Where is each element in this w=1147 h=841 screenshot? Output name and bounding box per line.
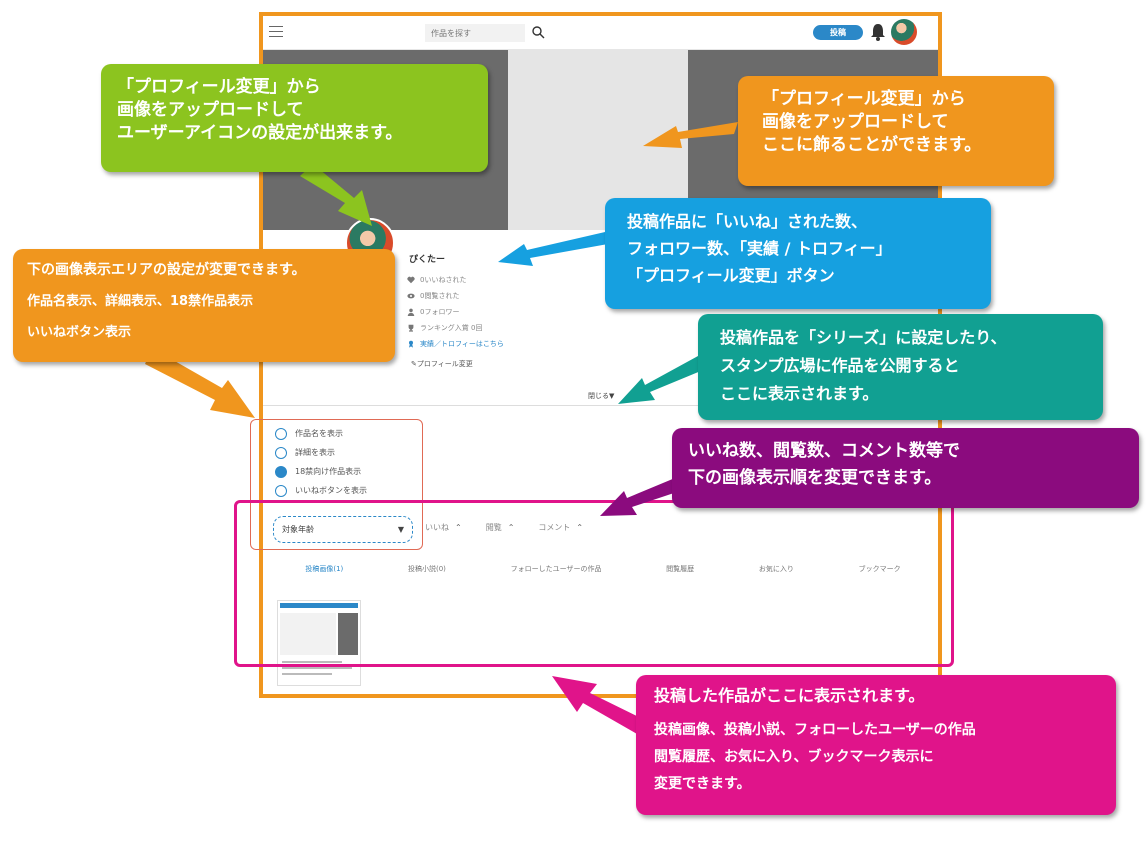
user-icon [407, 308, 415, 316]
option-label: 18禁向け作品表示 [295, 467, 362, 476]
sort-label: いいね [425, 523, 449, 532]
radio-button[interactable] [275, 465, 287, 478]
stat-views: 0閲覧された [407, 288, 504, 304]
stat-likes: 0いいねされた [407, 272, 504, 288]
option-show-details[interactable]: 詳細を表示 [275, 443, 367, 462]
trophy-icon [408, 324, 414, 332]
callout-line: フォロワー数、「実績 / トロフィー」 [627, 239, 892, 258]
thumb-line [282, 661, 342, 663]
callout-line: 投稿作品に「いいね」された数、 [627, 212, 868, 231]
collapse-toggle[interactable]: 閉じる▼ [588, 392, 615, 400]
callout-line: 投稿画像、投稿小説、フォローしたユーザーの作品 [654, 722, 976, 738]
tab-posted-images[interactable]: 投稿画像(1) [305, 565, 344, 573]
thumb-content [280, 613, 336, 655]
radio-button[interactable] [275, 446, 287, 459]
callout-heading: 投稿した作品がここに表示されます。 [654, 686, 925, 705]
callout-line: 下の画像表示エリアの設定が変更できます。 [27, 262, 306, 278]
search-input[interactable] [425, 24, 525, 42]
content-tabs: 投稿画像(1) 投稿小説(0) フォローしたユーザーの作品 閲覧履歴 お気に入り… [273, 564, 933, 574]
avatar[interactable] [891, 19, 917, 45]
callout-line: 変更できます。 [654, 776, 751, 792]
callout-display-settings: 下の画像表示エリアの設定が変更できます。 作品名表示、詳細表示、18禁作品表示 … [13, 249, 395, 362]
callout-line: 「プロフィール変更」から [117, 77, 321, 97]
eye-icon [407, 293, 415, 299]
tab-followed-works[interactable]: フォローしたユーザーの作品 [510, 565, 602, 573]
callout-line: 画像をアップロードして [117, 100, 304, 120]
radio-button[interactable] [275, 484, 287, 497]
stat-label: 0いいねされた [420, 276, 467, 284]
tab-history[interactable]: 閲覧履歴 [666, 565, 695, 573]
age-select[interactable]: 対象年齢 ▼ [273, 516, 413, 543]
chevron-up-icon: ⌃ [576, 523, 584, 532]
callout-line: ユーザーアイコンの設定が出来ます。 [117, 123, 403, 143]
select-value: 対象年齢 [282, 525, 314, 534]
stat-ranking: ランキング入賞 0回 [407, 320, 504, 336]
callout-sort: いいね数、閲覧数、コメント数等で 下の画像表示順を変更できます。 [672, 428, 1139, 508]
callout-line: 作品名表示、詳細表示、18禁作品表示 [27, 294, 254, 309]
work-thumbnail[interactable] [277, 600, 361, 686]
callout-line: スタンプ広場に作品を公開すると [720, 356, 960, 375]
stat-label: 0閲覧された [420, 292, 460, 300]
profile-stats: 0いいねされた 0閲覧された 0フォロワー ランキング入賞 0回 実績／トロフィ… [407, 272, 504, 352]
stat-label: ランキング入賞 0回 [420, 324, 483, 332]
option-label: 作品名を表示 [295, 429, 343, 438]
profile-edit-label: プロフィール変更 [416, 360, 473, 368]
stat-trophy-link[interactable]: 実績／トロフィーはこちら [407, 336, 504, 352]
thumb-line [282, 673, 332, 675]
display-options: 作品名を表示 詳細を表示 18禁向け作品表示 いいねボタンを表示 [275, 424, 367, 500]
options-highlight [250, 419, 423, 550]
ribbon-icon [409, 340, 413, 348]
option-show-title[interactable]: 作品名を表示 [275, 424, 367, 443]
callout-line: 「プロフィール変更」から [762, 89, 966, 109]
callout-works-area: 投稿した作品がここに表示されます。 投稿画像、投稿小説、フォローしたユーザーの作… [636, 675, 1116, 815]
callout-header-image: 「プロフィール変更」から 画像をアップロードして ここに飾ることができます。 [738, 76, 1054, 186]
profile-name: ぴくたー [409, 255, 446, 265]
callout-line: いいね数、閲覧数、コメント数等で [688, 441, 960, 461]
search-icon[interactable] [531, 25, 545, 39]
tab-posted-novels[interactable]: 投稿小説(0) [407, 565, 446, 573]
sort-comments-button[interactable]: コメント ⌃ [538, 522, 583, 533]
chevron-up-icon: ⌃ [507, 523, 515, 532]
top-bar: 投稿 [263, 16, 938, 50]
post-button[interactable]: 投稿 [813, 25, 863, 40]
works-area-highlight [234, 500, 954, 667]
sort-views-button[interactable]: 閲覧 ⌃ [486, 522, 515, 533]
stat-label: 0フォロワー [420, 308, 460, 316]
sort-label: 閲覧 [485, 523, 502, 532]
callout-line: 閲覧履歴、お気に入り、ブックマーク表示に [654, 749, 934, 765]
menu-icon[interactable] [269, 26, 283, 38]
thumb-side [338, 613, 358, 655]
callout-line: ここに表示されます。 [720, 384, 879, 403]
option-show-adult[interactable]: 18禁向け作品表示 [275, 462, 367, 481]
option-show-like-button[interactable]: いいねボタンを表示 [275, 481, 367, 500]
sort-label: コメント [538, 523, 571, 532]
option-label: 詳細を表示 [295, 448, 335, 457]
callout-line: いいねボタン表示 [27, 325, 132, 340]
stat-followers[interactable]: 0フォロワー [407, 304, 504, 320]
thumb-line [282, 667, 352, 669]
callout-series: 投稿作品を「シリーズ」に設定したり、 スタンプ広場に作品を公開すると ここに表示… [698, 314, 1103, 420]
callout-line: 「プロフィール変更」ボタン [627, 266, 835, 285]
callout-line: ここに飾ることができます。 [762, 135, 982, 155]
chevron-up-icon: ⌃ [455, 523, 462, 532]
bell-icon[interactable] [870, 23, 886, 41]
sort-buttons: いいね ⌃ 閲覧 ⌃ コメント ⌃ [425, 522, 583, 533]
tab-favorites[interactable]: お気に入り [758, 565, 794, 573]
tab-bookmarks[interactable]: ブックマーク [858, 565, 901, 573]
divider [263, 405, 938, 406]
heart-icon [407, 276, 415, 284]
callout-line: 下の画像表示順を変更できます。 [688, 468, 942, 488]
callout-line: 投稿作品を「シリーズ」に設定したり、 [720, 328, 1007, 347]
callout-line: 画像をアップロードして [762, 112, 949, 132]
caret-down-icon: ▼ [397, 525, 404, 534]
callout-user-icon: 「プロフィール変更」から 画像をアップロードして ユーザーアイコンの設定が出来ま… [101, 64, 488, 172]
thumb-header [280, 603, 358, 608]
callout-stats: 投稿作品に「いいね」された数、 フォロワー数、「実績 / トロフィー」 「プロフ… [605, 198, 991, 309]
profile-edit-button[interactable]: ✎プロフィール変更 [411, 360, 473, 368]
sort-likes-button[interactable]: いいね ⌃ [425, 522, 462, 533]
trophy-link[interactable]: 実績／トロフィーはこちら [420, 340, 504, 348]
option-label: いいねボタンを表示 [295, 486, 367, 495]
radio-button[interactable] [275, 427, 287, 440]
